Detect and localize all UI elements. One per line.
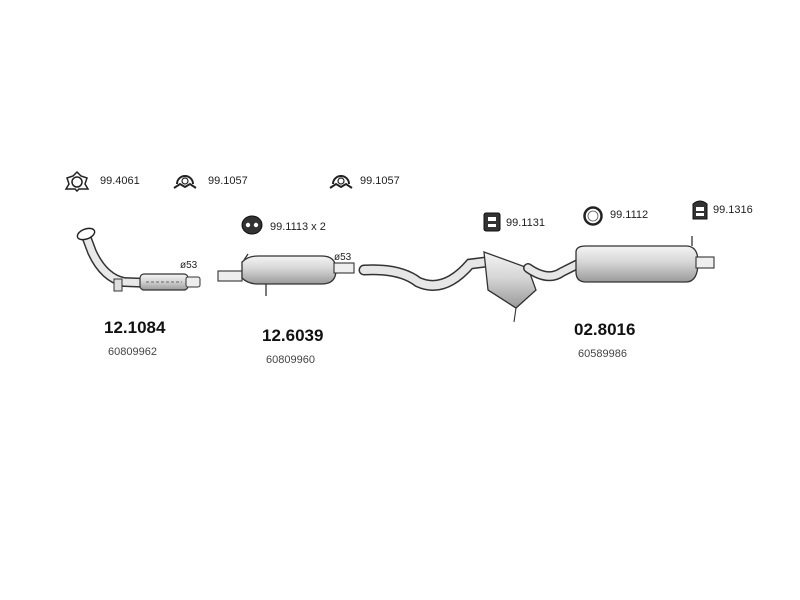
fitting-clamp-a-label: 99.1057	[208, 175, 248, 187]
fitting-flange-gasket-label: 99.4061	[100, 175, 140, 187]
center-silencer-oem-number: 60809960	[266, 354, 315, 366]
fitting-rubber-mount-rear-label: 99.1316	[713, 204, 753, 216]
rubber-mount-icon	[483, 212, 501, 232]
front-pipe-part-number: 12.1084	[104, 318, 166, 337]
center-silencer-diameter: ø53	[334, 252, 352, 263]
fitting-rubber-hanger-label: 99.1113 x 2	[270, 221, 326, 233]
clamp-icon	[173, 175, 197, 189]
rear-section-drawing	[358, 236, 715, 323]
front-pipe-oem-number: 60809962	[108, 346, 157, 358]
front-pipe-drawing	[76, 227, 201, 292]
rubber-hanger-icon	[241, 215, 263, 235]
front-pipe-diameter: ø53	[180, 260, 198, 271]
ring-gasket-icon	[583, 206, 603, 226]
fitting-rubber-mount-mid-label: 99.1131	[506, 217, 545, 229]
rear-silencer-part-number: 02.8016	[574, 320, 636, 339]
rubber-mount-icon	[692, 200, 708, 220]
center-silencer-part-number: 12.6039	[262, 326, 324, 345]
flange-gasket-icon	[64, 170, 90, 192]
fitting-ring-gasket-label: 99.1112	[610, 209, 649, 221]
clamp-icon	[329, 175, 353, 189]
center-silencer-drawing	[217, 253, 355, 296]
rear-silencer-oem-number: 60589986	[578, 348, 627, 360]
fitting-clamp-b-label: 99.1057	[360, 175, 400, 187]
